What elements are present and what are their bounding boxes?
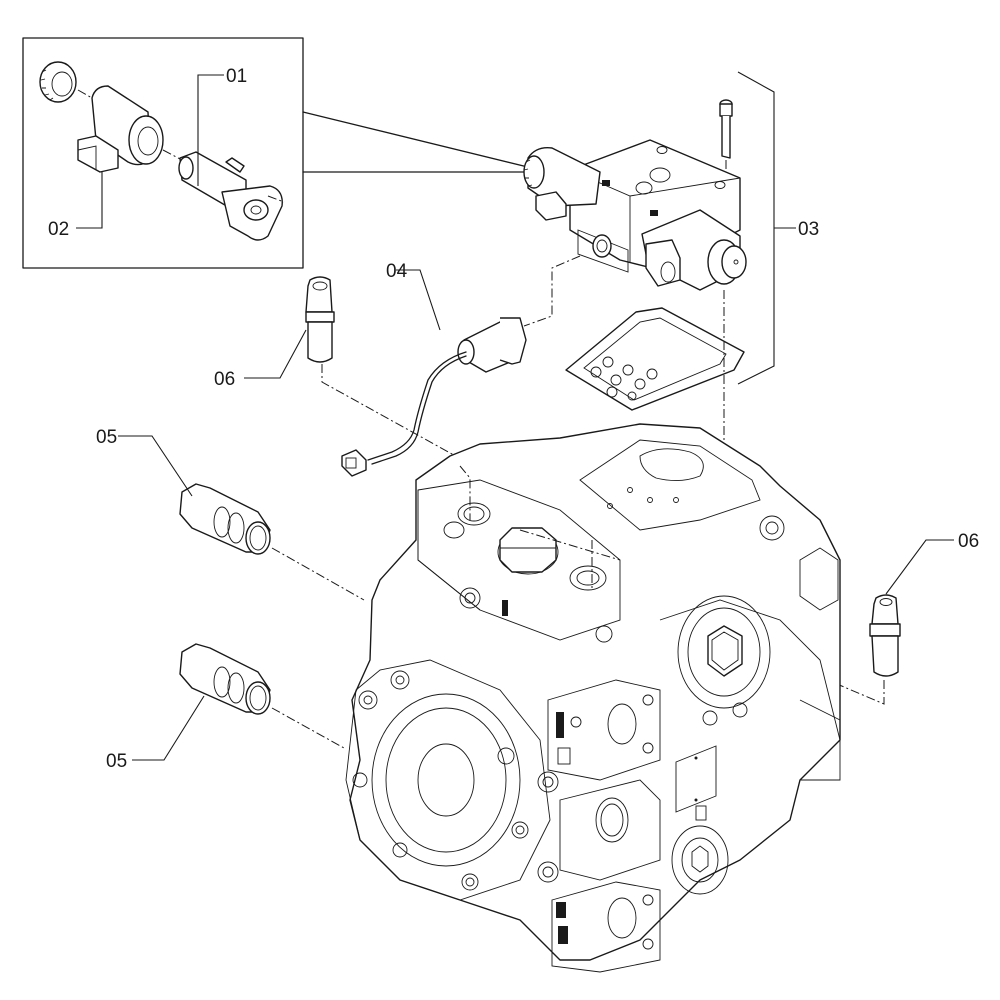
inset-link-top [302, 111, 541, 171]
inset-frame [22, 37, 304, 269]
callout-06a: 06 [214, 369, 235, 390]
solenoid-cartridge [178, 151, 283, 241]
callout-05b: 05 [106, 751, 127, 772]
detail-inset: 01 02 [22, 37, 541, 269]
leader-01 [197, 74, 224, 186]
solenoid-coil [77, 85, 164, 173]
plug-fitting-lower: 05 [106, 643, 271, 772]
callout-02: 02 [48, 219, 69, 240]
relief-valve-left: 06 [214, 276, 335, 390]
callout-05a: 05 [96, 427, 117, 448]
leader-06b [885, 539, 954, 595]
callout-04: 04 [386, 261, 408, 282]
mounting-bolt [719, 99, 733, 159]
callout-03: 03 [798, 219, 819, 240]
valve-gasket [565, 307, 745, 411]
pump-housing [345, 423, 841, 973]
leader-06a [244, 329, 307, 379]
speed-sensor: 04 [341, 261, 527, 477]
leader-02 [76, 172, 103, 229]
leader-04 [396, 269, 441, 331]
plug-fitting-upper: 05 [96, 427, 271, 555]
leader-05a [118, 435, 193, 497]
relief-valve-right: 06 [869, 531, 979, 677]
callout-06b: 06 [958, 531, 979, 552]
control-valve-assembly: 03 [523, 71, 819, 385]
coil-nut [39, 61, 77, 103]
leader-05b [132, 695, 205, 761]
callout-01: 01 [226, 66, 247, 87]
bracket-03 [737, 71, 775, 385]
